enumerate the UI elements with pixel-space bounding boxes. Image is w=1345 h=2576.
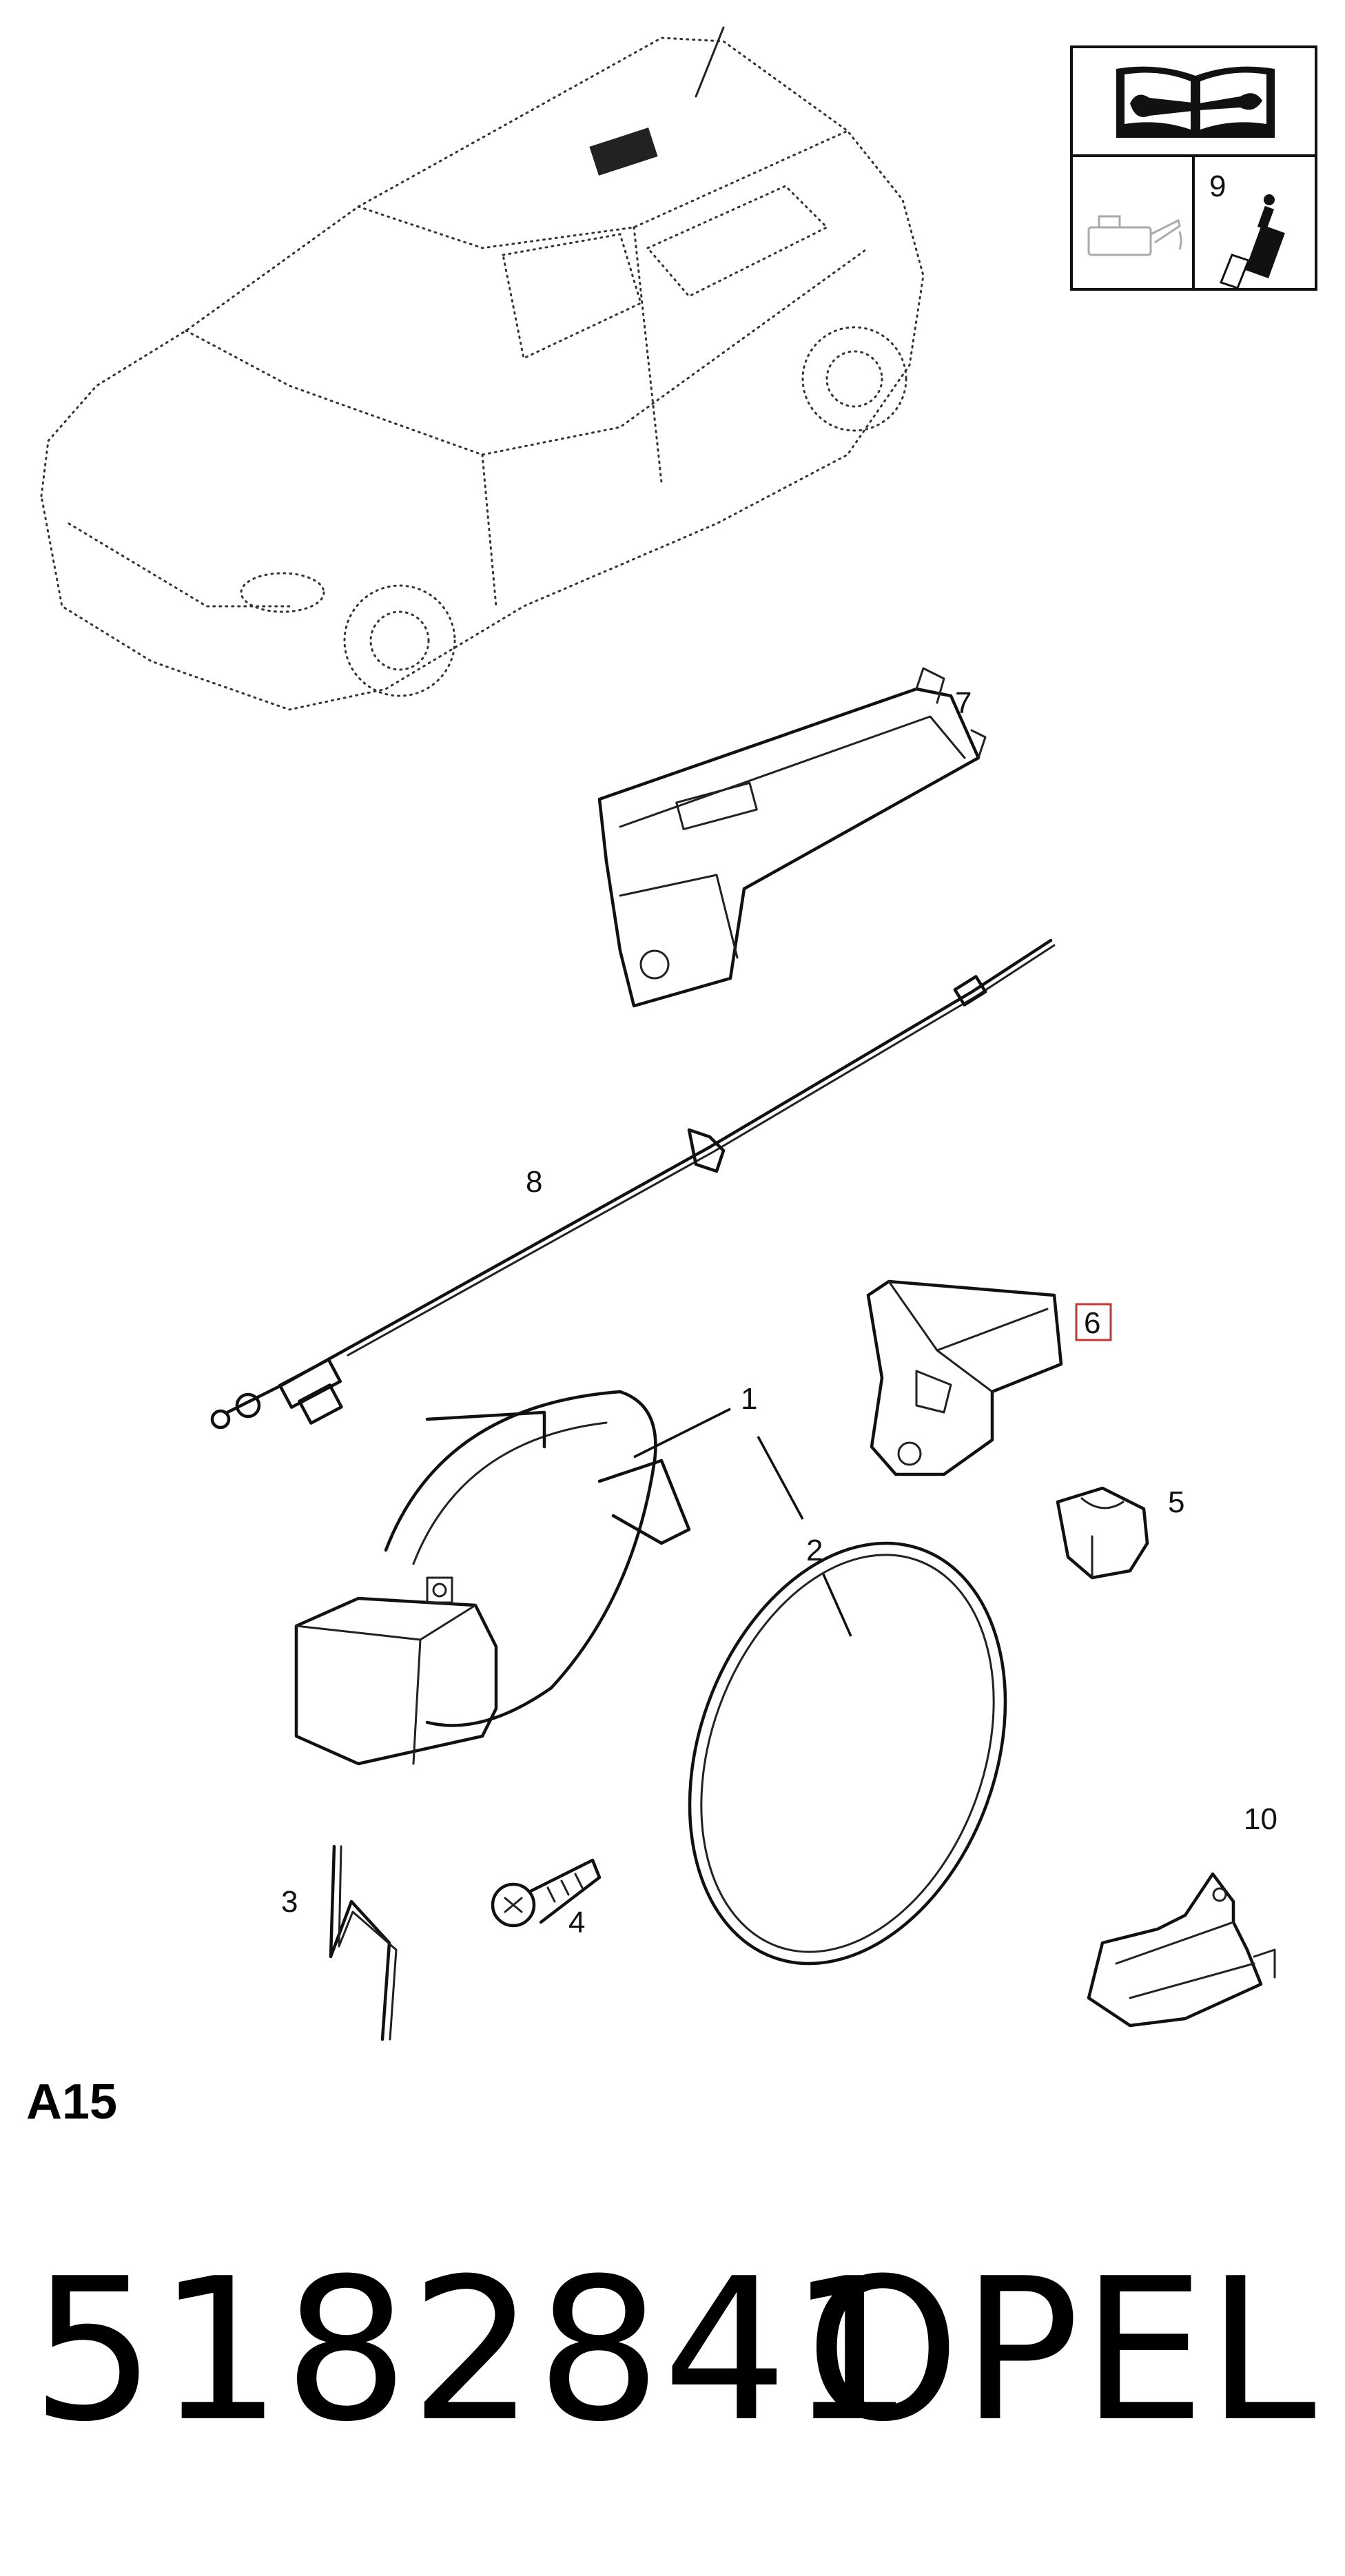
leader-lines xyxy=(633,1408,852,1637)
section-code: A15 xyxy=(26,2074,117,2130)
sealant-bottle-icon xyxy=(1220,194,1285,289)
part-7-housing xyxy=(597,667,987,1008)
part-5-clip xyxy=(1056,1486,1149,1580)
part-1-fuel-filler-housing xyxy=(294,1390,691,1766)
car-outline-drawing xyxy=(40,26,925,711)
callout-9: 9 xyxy=(1209,169,1226,203)
part-2-seal-ring xyxy=(688,1541,1007,1966)
callout-8: 8 xyxy=(526,1165,542,1199)
callout-10: 10 xyxy=(1244,1802,1277,1836)
part-4-screw xyxy=(491,1858,602,1928)
callout-6: 6 xyxy=(1084,1306,1100,1340)
callout-1: 1 xyxy=(741,1382,757,1416)
callout-7: 7 xyxy=(955,686,972,720)
callout-4: 4 xyxy=(568,1906,585,1939)
part-10-bracket xyxy=(1087,1872,1276,2028)
part-3-wire-spring xyxy=(329,1844,398,2041)
service-manual-book-icon xyxy=(1116,66,1275,138)
callout-2: 2 xyxy=(806,1534,823,1567)
part-8-cable xyxy=(210,938,1056,1430)
callout-3: 3 xyxy=(281,1885,298,1919)
part-6-bracket xyxy=(866,1279,1063,1476)
callout-6-highlight-box xyxy=(1075,1303,1112,1341)
legend-box xyxy=(1070,45,1317,291)
brand-name: OPEL xyxy=(805,2236,1317,2465)
callout-5: 5 xyxy=(1168,1485,1184,1519)
oil-can-icon xyxy=(1087,215,1182,256)
callout-labels: 1 2 3 4 5 6 7 8 9 10 xyxy=(281,169,1277,1939)
part-number: 5182841 xyxy=(31,2236,916,2465)
